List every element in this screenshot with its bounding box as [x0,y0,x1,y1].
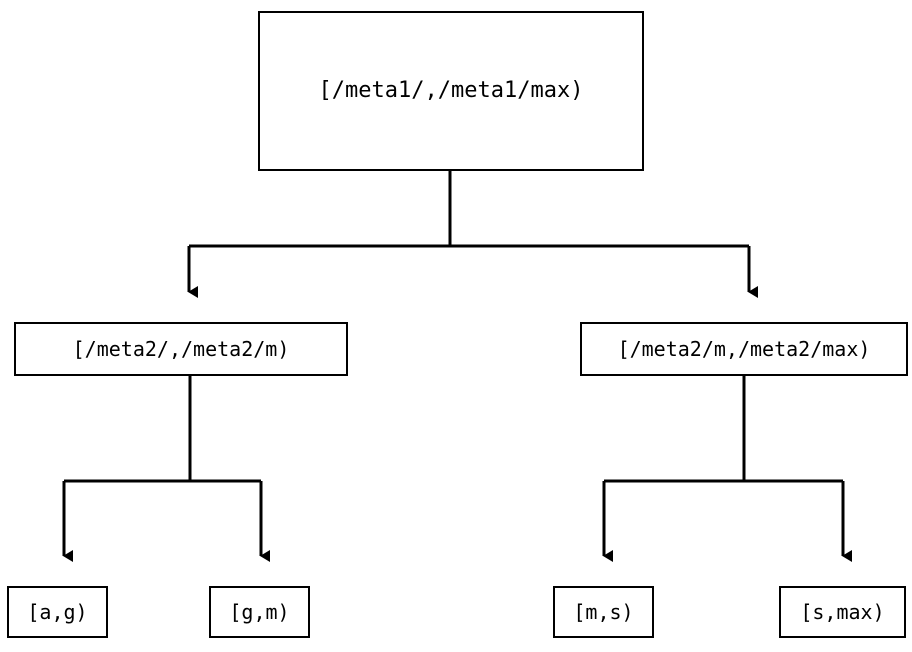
tree-node-mid-left-label: [/meta2/,/meta2/m) [72,337,290,361]
tree-node-root-label: [/meta1/,/meta1/max) [318,78,584,103]
edge-root-to-level1 [187,171,758,298]
edge-midright-to-leaves [602,376,852,562]
tree-node-leaf-3-label: [m,s) [573,600,634,624]
tree-node-leaf-1-label: [a,g) [27,600,88,624]
tree-node-leaf-1[interactable]: [a,g) [7,586,108,638]
tree-node-mid-right[interactable]: [/meta2/m,/meta2/max) [580,322,908,376]
tree-node-leaf-2-label: [g,m) [229,600,290,624]
edge-midleft-to-leaves [62,376,270,562]
tree-node-leaf-3[interactable]: [m,s) [553,586,654,638]
tree-node-mid-left[interactable]: [/meta2/,/meta2/m) [14,322,348,376]
tree-node-root[interactable]: [/meta1/,/meta1/max) [258,11,644,171]
tree-node-leaf-4-label: [s,max) [800,600,885,624]
tree-node-leaf-2[interactable]: [g,m) [209,586,310,638]
tree-node-leaf-4[interactable]: [s,max) [779,586,906,638]
tree-node-mid-right-label: [/meta2/m,/meta2/max) [617,337,871,361]
